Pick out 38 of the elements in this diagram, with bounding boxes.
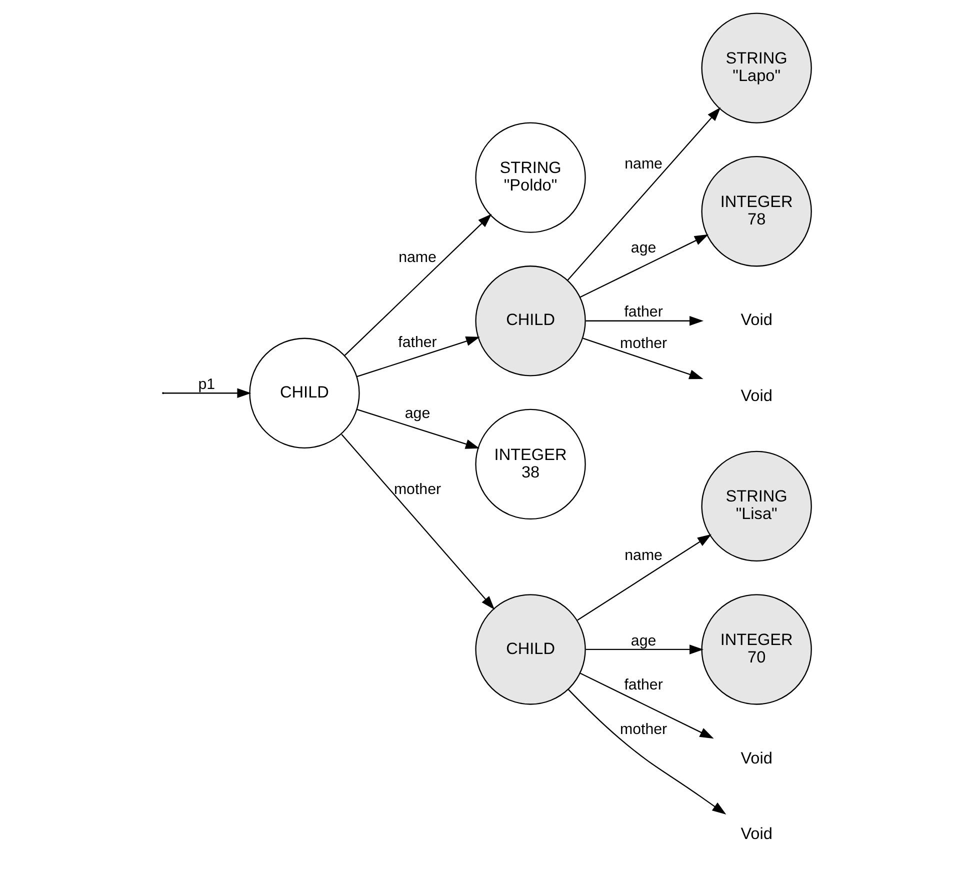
edge-label: name xyxy=(624,156,662,173)
edge-label: age xyxy=(404,405,430,422)
node-circle: INTEGER 38 xyxy=(475,408,586,520)
arrow xyxy=(341,434,495,610)
arrow xyxy=(567,107,721,281)
arrow xyxy=(580,234,709,298)
edge-label: mother xyxy=(620,335,668,352)
node-text: Void xyxy=(740,825,772,844)
arrow xyxy=(582,338,704,380)
edge-label: name xyxy=(624,547,662,564)
arrow xyxy=(580,672,714,739)
edge-label: p1 xyxy=(198,376,216,393)
arrow xyxy=(356,336,480,378)
node-circle: STRING "Poldo" xyxy=(475,122,586,233)
edge-label: age xyxy=(630,240,656,257)
node-text: Void xyxy=(740,386,772,405)
arrow xyxy=(586,316,704,326)
edge-label: father xyxy=(624,304,663,321)
arrow xyxy=(356,408,480,449)
node-circle: INTEGER 70 xyxy=(701,594,812,705)
node-text: Void xyxy=(740,311,772,330)
node-circle: STRING "Lisa" xyxy=(701,450,812,562)
node-text: Void xyxy=(740,749,772,768)
node-circle: STRING "Lapo" xyxy=(701,12,812,124)
edge-label: age xyxy=(630,632,656,650)
arrow xyxy=(568,688,726,815)
edge-label: father xyxy=(398,334,437,351)
node-circle: CHILD xyxy=(475,266,586,376)
arrow xyxy=(586,644,704,654)
arrow xyxy=(164,388,252,398)
edge-label: mother xyxy=(620,720,668,738)
arrow xyxy=(344,214,492,356)
node-circle: CHILD xyxy=(249,338,360,448)
arrow xyxy=(577,534,712,621)
edge-label: mother xyxy=(394,480,442,498)
node-circle: INTEGER 78 xyxy=(701,156,812,267)
edge-label: name xyxy=(398,248,436,266)
edge-label: father xyxy=(624,676,663,694)
